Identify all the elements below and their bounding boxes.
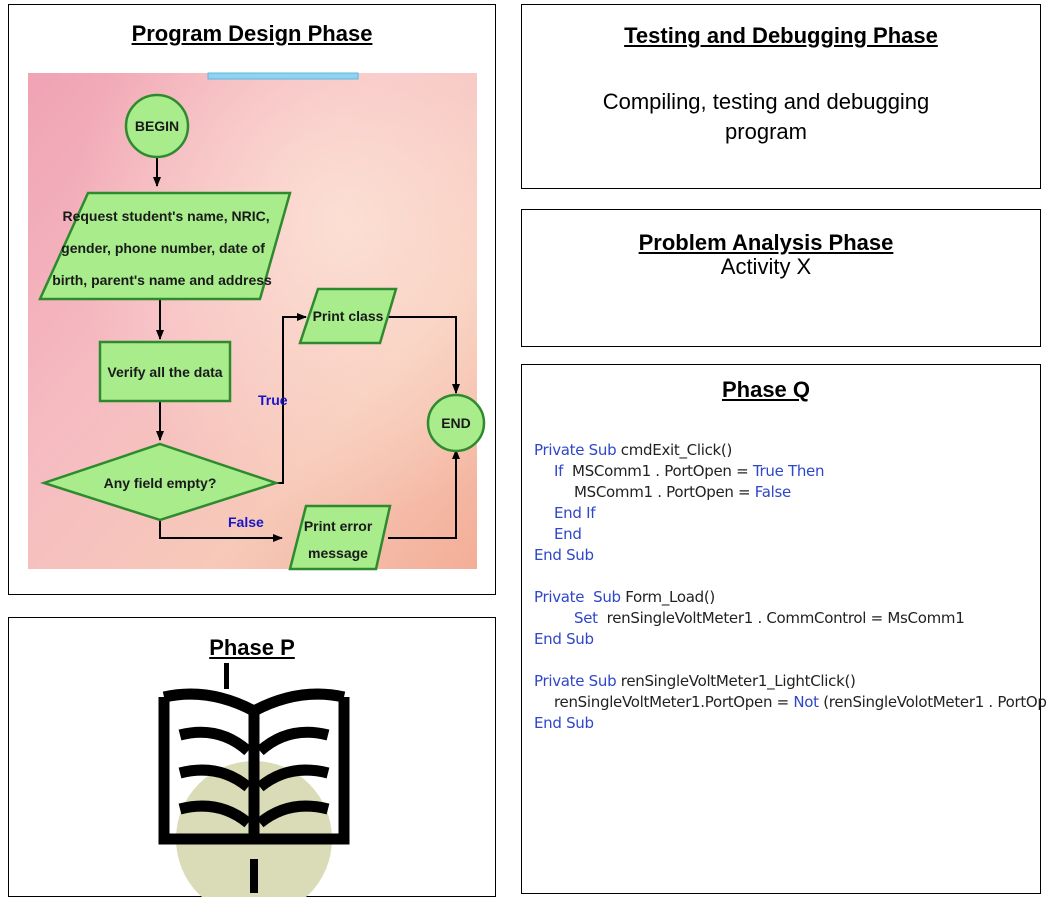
code-text: MSComm1 . PortOpen = [567,462,753,480]
code-text: MSComm1 . PortOpen = [574,483,755,501]
code-keyword: End If [554,504,596,522]
code-text: Form_Load() [625,588,715,606]
code-line [522,650,1040,671]
code-line: End Sub [522,545,1040,566]
end-node: END [426,393,486,453]
svg-text:Print error message: Print error message [304,518,376,561]
code-keyword: Private Sub [534,672,621,690]
print-error-node: Print error message [288,504,392,571]
testing-text-line2: program [725,119,807,144]
code-line: End Sub [522,713,1040,734]
svg-text:Print class: Print class [313,308,384,324]
code-keyword: If [554,462,568,480]
code-keyword: Private Sub [534,441,621,459]
problem-analysis-text: Activity X [720,254,812,279]
code-keyword: End [554,525,582,543]
code-keyword: End Sub [534,546,594,564]
testing-debugging-title: Testing and Debugging Phase [624,23,938,48]
phase-q-panel: Phase Q Private Sub cmdExit_Click()If MS… [521,364,1047,894]
code-line: Set renSingleVoltMeter1 . CommControl = … [522,608,1040,629]
code-line: Private Sub Form_Load() [522,587,1040,608]
code-keyword: End Sub [534,714,594,732]
code-line: renSingleVoltMeter1.PortOpen = Not (renS… [522,692,1047,713]
code-keyword: End Sub [534,630,594,648]
code-text: (renSingleVolotMeter1 . PortOp [823,693,1047,711]
code-line: End [522,524,1040,545]
code-text: cmdExit_Click() [620,441,733,459]
problem-analysis-title: Problem Analysis Phase [638,230,894,255]
code-keyword: False [754,483,791,501]
program-design-title: Program Design Phase [131,21,373,46]
code-text: renSingleVoltMeter1_LightClick() [620,672,856,690]
problem-analysis-panel: Problem Analysis Phase Activity X [521,209,1041,347]
print-class-node: Print class [298,287,398,345]
false-label: False [228,514,264,530]
svg-text:Request student's name, NRIC,: Request student's name, NRIC, gender, ph… [52,208,273,288]
begin-node: BEGIN [124,93,190,159]
testing-debugging-panel: Testing and Debugging Phase Compiling, t… [521,4,1041,189]
code-line: End Sub [522,629,1040,650]
svg-text:END: END [441,415,471,431]
true-label: True [258,392,288,408]
code-keyword: Not [793,693,824,711]
code-text: renSingleVoltMeter1.PortOpen = [554,693,794,711]
code-line: Private Sub renSingleVoltMeter1_LightCli… [522,671,1040,692]
decision-node: Any field empty? [39,442,281,522]
code-line: End If [522,503,1040,524]
testing-text-line1: Compiling, testing and debugging [602,89,930,114]
phase-p-title: Phase P [209,635,295,660]
request-input-node: Request student's name, NRIC, gender, ph… [38,191,292,301]
blue-bar-decoration [207,72,359,80]
flowchart: BEGIN Request student's name, NRIC, gend… [28,72,486,571]
phase-p-panel: Phase P [8,617,496,897]
code-keyword: True Then [752,462,825,480]
code-line [522,566,1040,587]
code-line: Private Sub cmdExit_Click() [522,440,1040,461]
code-listing: Private Sub cmdExit_Click()If MSComm1 . … [522,440,1047,734]
open-book-icon [158,663,350,897]
code-text: renSingleVoltMeter1 . CommControl = MsCo… [602,609,965,627]
svg-text:Any field empty?: Any field empty? [104,475,217,491]
verify-data-node: Verify all the data [98,340,232,403]
code-line: If MSComm1 . PortOpen = True Then [522,461,1040,482]
code-line: MSComm1 . PortOpen = False [522,482,1040,503]
code-keyword: Set [574,609,603,627]
svg-text:Verify all the data: Verify all the data [107,364,222,380]
code-keyword: Private Sub [534,588,626,606]
svg-text:BEGIN: BEGIN [135,118,179,134]
program-design-panel: Program Design Phase [8,4,496,595]
phase-q-title: Phase Q [721,377,811,402]
